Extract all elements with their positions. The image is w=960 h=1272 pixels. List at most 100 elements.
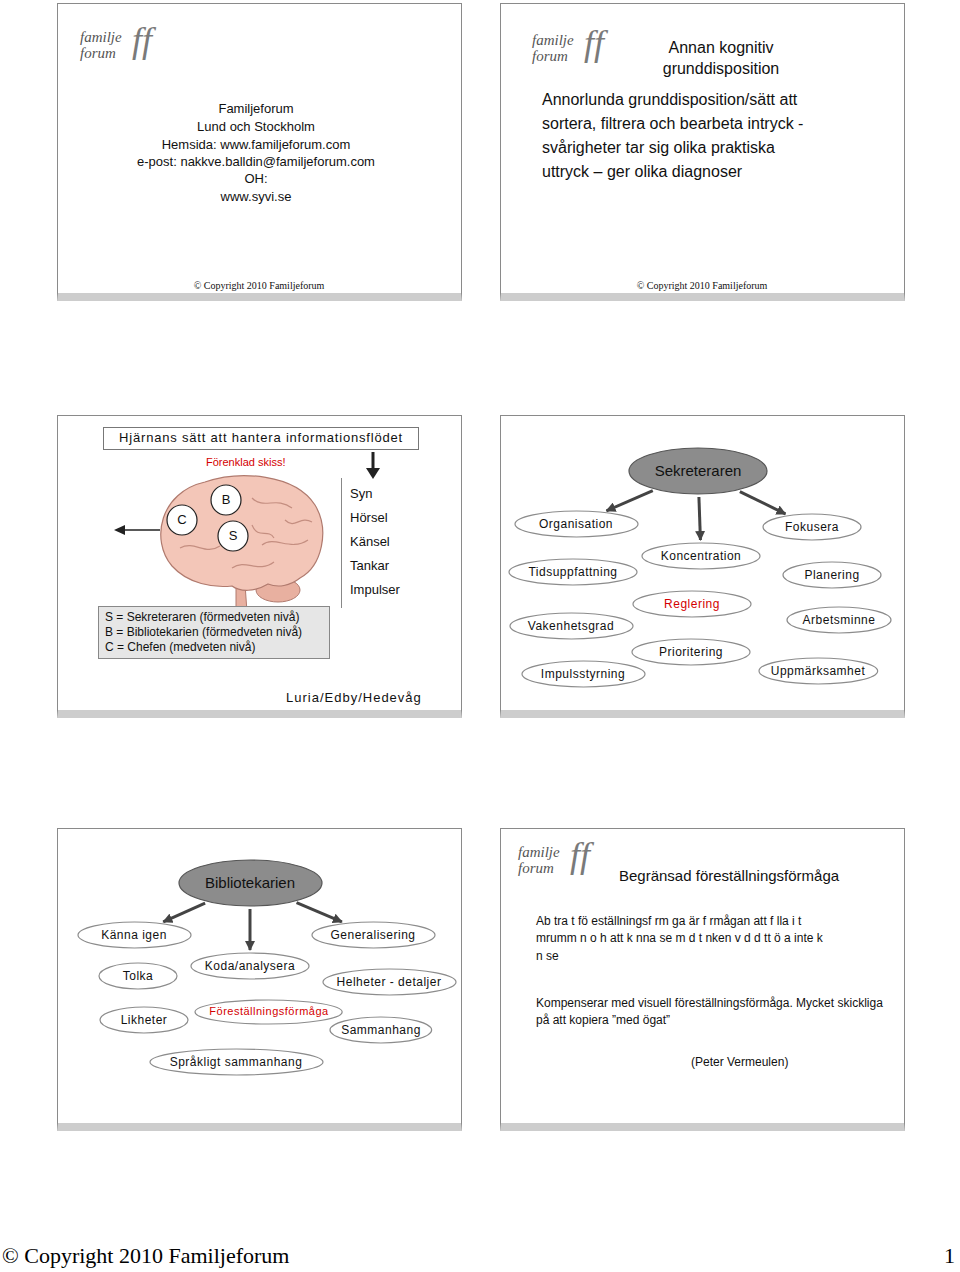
concept-ellipse: Tidsuppfattning xyxy=(508,558,638,586)
concept-ellipse: Planering xyxy=(782,561,882,589)
node-text: Hjärnans sätt att hantera informationsfl… xyxy=(119,430,403,446)
node-text: Impulser xyxy=(350,578,400,602)
node-text: Sekreteraren xyxy=(655,462,742,481)
node-text: Hörsel xyxy=(350,506,388,530)
ellipse-shape xyxy=(642,543,760,569)
node-text: Vakenhetsgrad xyxy=(528,619,614,634)
node-text: Uppmärksamhet xyxy=(771,664,866,679)
concept-ellipse: Helheter - detaljer xyxy=(322,968,457,996)
node-text: (Peter Vermeulen) xyxy=(691,1055,851,1070)
brain-region-circle: S xyxy=(217,520,249,552)
ellipse-shape xyxy=(312,922,435,948)
node-text: Koncentration xyxy=(661,549,742,564)
concept-ellipse: Koda/analysera xyxy=(190,952,310,980)
concept-ellipse: Impulsstyrning xyxy=(521,660,646,688)
connector-arrow xyxy=(699,497,701,540)
node-text: Luria/Edby/Hedevåg xyxy=(286,690,456,706)
brain-outline xyxy=(161,476,323,591)
node-text: B = Bibliotekarien (förmedveten nivå) xyxy=(105,625,302,640)
ellipse-shape xyxy=(191,953,309,979)
ellipse-shape xyxy=(783,562,881,588)
node-text: Ab tra t fö eställningsf rm ga är f rmåg… xyxy=(536,913,828,965)
input-arrow-line xyxy=(372,452,375,470)
node-text: www.syvi.se xyxy=(156,189,356,205)
ellipse-shape xyxy=(167,505,197,535)
node-text: Prioritering xyxy=(659,645,723,660)
ellipse-shape xyxy=(510,613,633,639)
node-text: Känna igen xyxy=(101,928,167,943)
node-text: Generalisering xyxy=(330,928,415,943)
concept-ellipse: Arbetsminne xyxy=(786,606,892,634)
concept-ellipse: Vakenhetsgrad xyxy=(509,612,634,640)
node-text: S xyxy=(229,528,238,544)
connector-arrow xyxy=(249,909,252,950)
node-text: © Copyright 2010 Familjeforum xyxy=(552,280,852,293)
brain-fold xyxy=(252,498,292,508)
concept-ellipse: Känna igen xyxy=(77,921,192,949)
slide-panel: Begränsad föreställningsförmåga Ab tra t … xyxy=(500,828,905,1131)
node-text: Hemsida: www.familjeforum.com xyxy=(106,137,406,153)
node-text: Organisation xyxy=(539,517,613,532)
ellipse-shape xyxy=(211,485,241,515)
logo-text: familje forum xyxy=(80,30,132,62)
ellipse-shape xyxy=(78,922,191,948)
node-text: B xyxy=(222,492,231,508)
concept-ellipse: Fokusera xyxy=(762,513,862,541)
concept-ellipse: Organisation xyxy=(514,510,639,538)
node-text: S = Sekreteraren (förmedveten nivå) xyxy=(105,610,299,625)
concept-ellipse: Uppmärksamhet xyxy=(758,657,879,685)
brain-folds xyxy=(180,498,312,568)
brain-fold xyxy=(232,562,274,568)
node-text: Fokusera xyxy=(785,520,839,535)
page-number: 1 xyxy=(944,1242,955,1270)
brain-fold xyxy=(180,546,220,550)
ellipse-shape xyxy=(99,963,177,989)
ellipse-shape xyxy=(179,860,322,906)
footer-copyright: © Copyright 2010 Familjeforum xyxy=(2,1242,289,1270)
concept-ellipse: Tolka xyxy=(98,962,178,990)
node-text: Tankar xyxy=(350,554,389,578)
brain-region-circle: C xyxy=(166,504,198,536)
node-text: Likheter xyxy=(121,1013,168,1028)
concept-ellipse: Språkligt sammanhang xyxy=(149,1048,324,1076)
node-text: e-post: nakkve.balldin@familjeforum.com xyxy=(96,154,416,170)
logo-text: familje forum xyxy=(532,33,584,65)
node-text: Reglering xyxy=(664,597,720,612)
logo-mark: ff xyxy=(132,22,152,58)
node-text: Annorlunda grunddisposition/sätt att sor… xyxy=(542,88,804,184)
node-text: Begränsad föreställningsförmåga xyxy=(619,867,899,886)
brain-fold xyxy=(252,525,274,538)
ellipse-shape xyxy=(759,658,878,684)
concept-ellipse: Prioritering xyxy=(631,638,751,666)
central-ellipse: Bibliotekarien xyxy=(178,859,323,907)
connector-arrow xyxy=(606,491,652,511)
node-text: Arbetsminne xyxy=(803,613,876,628)
node-text: Sammanhang xyxy=(341,1023,421,1038)
ellipse-shape xyxy=(323,969,456,995)
node-text: C = Chefen (medveten nivå) xyxy=(105,640,255,655)
concept-ellipse: Likheter xyxy=(99,1006,189,1034)
title-box: Hjärnans sätt att hantera informationsfl… xyxy=(103,427,419,449)
central-ellipse: Sekreteraren xyxy=(628,447,768,495)
ellipse-shape xyxy=(633,591,751,617)
node-text: Annan kognitiv grunddisposition xyxy=(629,38,813,80)
concept-ellipse: Föreställningsförmåga xyxy=(194,999,343,1025)
ellipse-shape xyxy=(330,1017,432,1043)
concept-ellipse: Reglering xyxy=(632,590,752,618)
node-text: Familjeforum xyxy=(156,101,356,117)
ellipse-shape xyxy=(150,1049,323,1075)
node-text: Tidsuppfattning xyxy=(528,565,617,580)
node-text: Förenklad skiss! xyxy=(206,456,326,470)
brain-fold xyxy=(262,540,308,545)
node-text: Impulsstyrning xyxy=(541,667,625,682)
node-text: Tolka xyxy=(123,969,154,984)
ellipse-shape xyxy=(763,514,861,540)
ellipse-shape xyxy=(787,607,891,633)
connector-arrow xyxy=(740,492,786,514)
node-text: Känsel xyxy=(350,530,390,554)
connector-arrow xyxy=(297,903,342,922)
node-text: Syn xyxy=(350,482,372,506)
concept-ellipse: Koncentration xyxy=(641,542,761,570)
slide-panel: Förenklad skiss! Luria/Edby/Hedevåg Hjärna… xyxy=(57,415,462,718)
